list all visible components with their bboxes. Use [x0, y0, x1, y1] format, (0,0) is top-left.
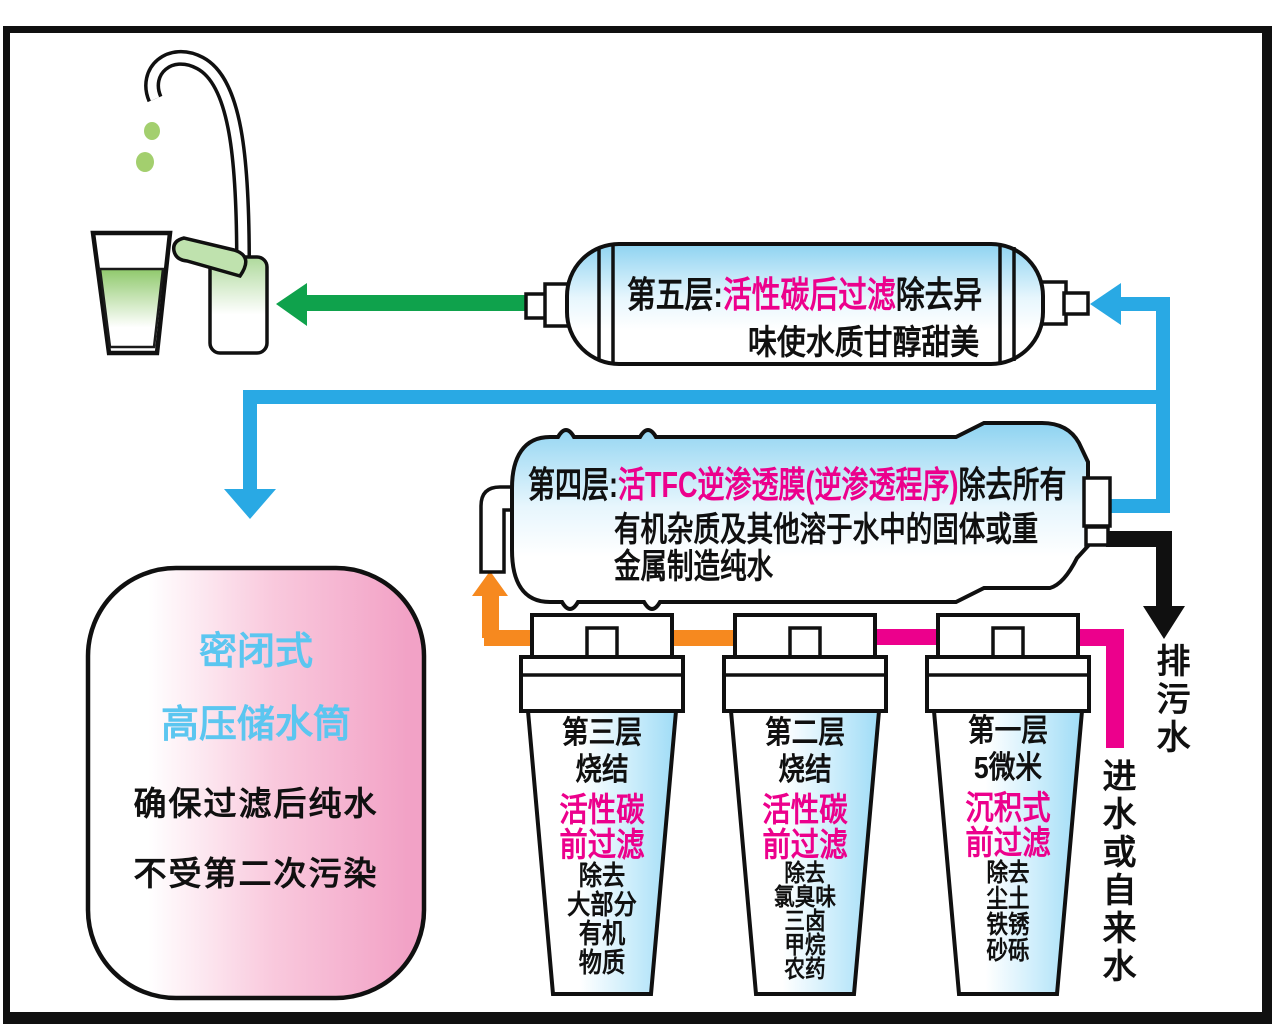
ro-drain-fitting: [1084, 525, 1110, 547]
stage4-prefix: 第四层:: [528, 464, 618, 505]
stage1-type-line1: 沉积式: [965, 789, 1051, 826]
storage-tank-note-line1: 确保过滤后纯水: [133, 785, 379, 822]
storage-tank-title-line1: 密闭式: [198, 631, 313, 673]
stage1-subtitle: 5微米: [973, 750, 1043, 785]
storage-tank-title-line2: 高压储水筒: [160, 704, 351, 746]
stage2-desc: 除去: [784, 860, 826, 887]
stage5-highlight: 活性碳后过滤: [723, 274, 896, 315]
filter-cartridge-stage3: [519, 613, 685, 996]
stage4-label-line2: 有机杂质及其他溶于水中的固体或重: [614, 511, 1039, 549]
ro-outlet-fitting: [1082, 476, 1112, 528]
stage3-subtitle: 烧结: [575, 752, 629, 787]
stage1-desc: 除去: [986, 859, 1030, 887]
purified-water-arrow-green: [276, 283, 545, 326]
stage3-title: 第三层: [562, 715, 642, 750]
pipe-ro-to-postfilter-blue: [1090, 283, 1170, 513]
faucet: [136, 50, 269, 355]
stage3-desc: 除去: [578, 861, 626, 891]
stage2-label: 第二层 烧结 活性碳 前过滤 除去 氯臭味 三卤 甲烷 农药: [732, 714, 878, 982]
stage2-type-line1: 活性碳: [762, 791, 848, 828]
drain-pipe-black: [1106, 531, 1185, 639]
postfilter-cartridge: [524, 242, 1090, 366]
stage3-label: 第三层 烧结 活性碳 前过滤 除去 大部分 有机 物质: [529, 714, 675, 978]
water-glass: [90, 230, 173, 356]
filter-cartridge-stage1: [925, 613, 1091, 996]
stage5-prefix: 第五层:: [627, 274, 723, 315]
drain-water-label: 排污水: [1151, 643, 1189, 757]
stage5-label-line2: 味使水质甘醇甜美: [748, 324, 980, 362]
stage4-suffix: 除去所有: [958, 464, 1067, 505]
stage2-subtitle: 烧结: [778, 752, 832, 787]
storage-tank-note-line2: 不受第二次污染: [133, 855, 379, 892]
stage3-type-line1: 活性碳: [559, 791, 645, 828]
stage3-type-line2: 前过滤: [559, 826, 645, 863]
stage2-title: 第二层: [765, 715, 845, 750]
stage1-title: 第一层: [968, 713, 1048, 748]
stage4-label: 第四层:活TFC逆渗透膜(逆渗透程序)除去所有: [528, 456, 1066, 508]
glass-water: [98, 267, 165, 349]
inlet-water-label: 进水或自来水: [1097, 758, 1135, 986]
stage1-label: 第一层 5微米 沉积式 前过滤 除去 尘土 铁锈 砂砾: [935, 712, 1081, 964]
stage5-suffix: 除去异: [895, 274, 983, 315]
ro-membrane-vessel: [479, 421, 1112, 611]
stage1-type-line2: 前过滤: [965, 824, 1051, 861]
stage4-label-line3: 金属制造纯水: [614, 548, 774, 586]
filter-cartridge-stage2: [722, 613, 888, 996]
pipe-to-storage-tank-blue: [224, 390, 1168, 519]
faucet-lever: [171, 236, 248, 279]
water-drop: [136, 152, 154, 172]
stage4-highlight: 活TFC逆渗透膜(逆渗透程序): [618, 464, 959, 505]
storage-tank-body: [85, 565, 427, 1001]
stage5-label: 第五层:活性碳后过滤除去异: [627, 266, 982, 318]
water-drop: [144, 122, 160, 140]
pipe-stage2-to-stage1-magenta: [862, 629, 946, 645]
stage2-type-line2: 前过滤: [762, 826, 848, 863]
